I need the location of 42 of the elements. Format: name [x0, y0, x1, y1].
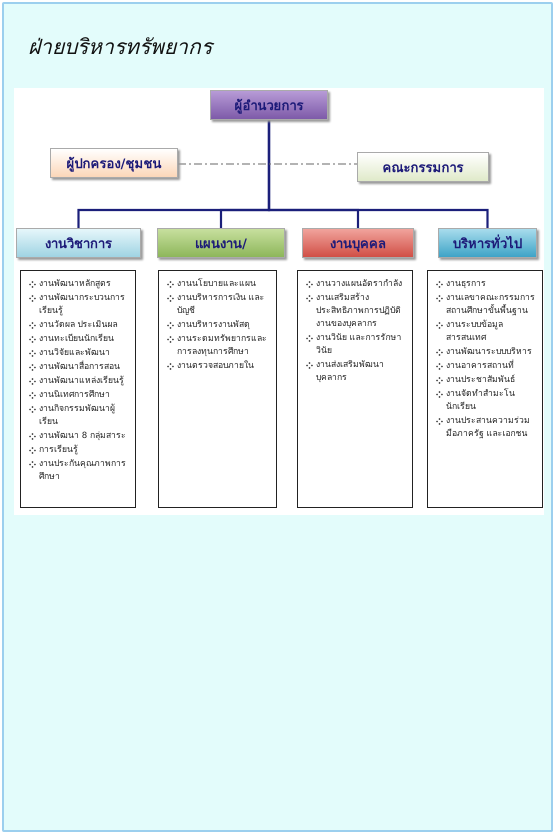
list-item: งานประกันคุณภาพการศึกษา: [39, 458, 127, 484]
list-item: งานพัฒนากระบวนการเรียนรู้: [39, 292, 126, 318]
list-item: งานประชาสัมพันธ์: [446, 374, 515, 387]
list-item: งานพัฒนาหลักสูตร: [39, 278, 111, 291]
list-item: งานอาคารสถานที่: [446, 360, 514, 373]
list-item: งานพัฒนา 8 กลุ่มสาระ: [39, 430, 126, 443]
task-list-box: [158, 270, 277, 508]
list-item: งานวัดผล ประเมินผล: [39, 319, 118, 332]
list-item: งานตรวจสอบภายใน: [177, 360, 254, 373]
department-box: งานบุคคล: [302, 228, 414, 258]
list-item: งานนโยบายและแผน: [177, 278, 256, 291]
list-item: งานบริหารการเงิน และบัญชี: [177, 292, 266, 318]
list-item: งานพัฒนาระบบบริหาร: [446, 346, 532, 359]
list-item: งานพัฒนาแหล่งเรียนรู้: [39, 375, 124, 388]
list-item: งานระบบข้อมูลสารสนเทศ: [446, 319, 504, 345]
task-list-box: [427, 270, 543, 508]
list-item: งานวินัย และการรักษาวินัย: [316, 332, 403, 358]
department-box: บริหารทั่วไป: [438, 228, 537, 258]
list-item: งานประสานความร่วมมือภาครัฐ และเอกชน: [446, 415, 531, 441]
title: ฝ่ายบริหารทรัพยากร: [28, 30, 212, 63]
list-item: งานส่งเสริมพัฒนาบุคลากร: [316, 359, 385, 385]
list-item: งานทะเบียนนักเรียน: [39, 333, 114, 346]
task-list-box: [20, 270, 136, 508]
connector-line: [268, 120, 489, 228]
list-item: งานบริหารงานพัสดุ: [177, 319, 250, 332]
department-box: แผนงาน/: [157, 228, 285, 258]
list-item: งานพัฒนาสื่อการสอน: [39, 361, 120, 374]
list-item: งานกิจกรรมพัฒนาผู้เรียน: [39, 403, 116, 429]
list-item: งานเลขาคณะกรรมการสถานศึกษาขั้นพื้นฐาน: [446, 292, 536, 318]
org-box: คณะกรรมการ: [357, 152, 489, 182]
list-item: งานระดมทรัพยากรและการลงทุนการศึกษา: [177, 333, 268, 359]
org-box: ผู้ปกครอง/ชุมชน: [50, 148, 178, 178]
list-item: งานธุรการ: [446, 278, 486, 291]
list-item: งานนิเทศการศึกษา: [39, 389, 110, 402]
list-item: งานเสริมสร้างประสิทธิภาพการปฏิบัติงานของบุคลากร: [316, 292, 402, 331]
department-box: งานวิชาการ: [16, 228, 141, 258]
list-item: งานจัดทำสำมะโนนักเรียน: [446, 388, 516, 414]
list-item: งานวางแผนอัตรากำลัง: [316, 278, 402, 291]
task-list-box: [297, 270, 413, 508]
list-item: การเรียนรู้: [39, 444, 78, 457]
list-item: งานวิจัยและพัฒนา: [39, 347, 110, 360]
director-box: ผู้อำนวยการ: [210, 90, 328, 120]
